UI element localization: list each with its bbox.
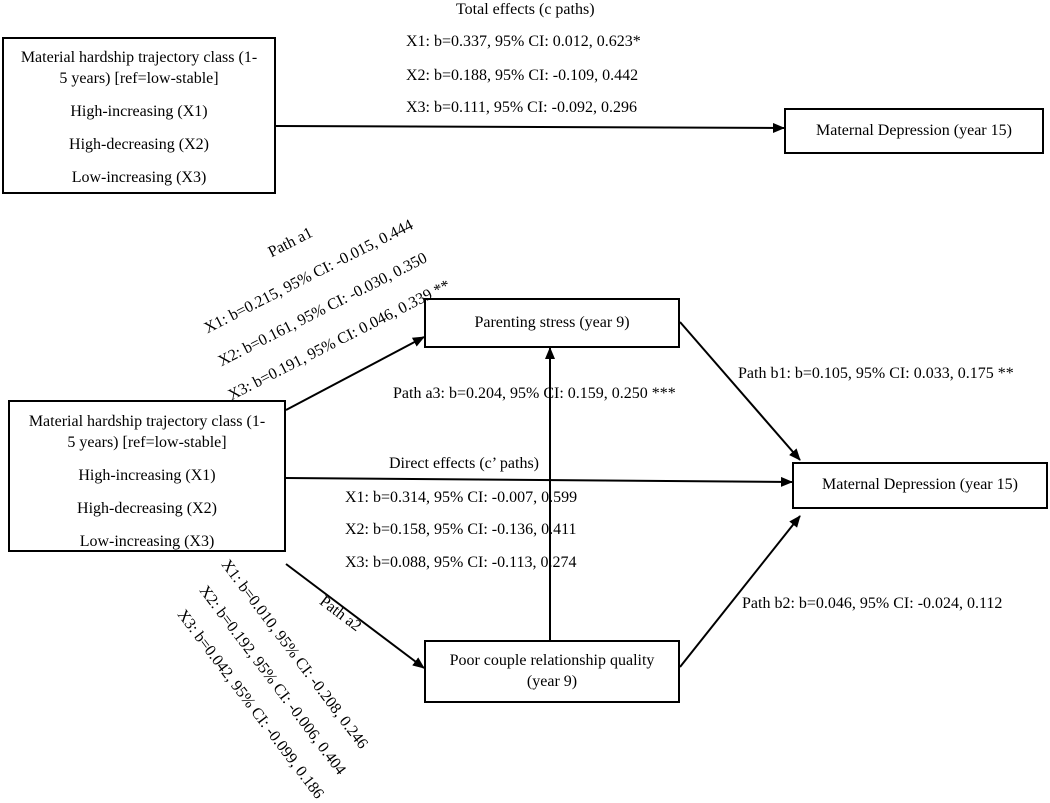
bottom-outcome-box: Maternal Depression (year 15) (792, 462, 1048, 509)
couple-quality-line1: Poor couple relationship quality (449, 652, 655, 669)
predictor-x3: Low-increasing (X3) (79, 533, 215, 550)
predictor-title-line1: Material hardship trajectory class (1- (20, 49, 258, 66)
direct-effects-x1: X1: b=0.314, 95% CI: -0.007, 0.599 (345, 489, 578, 506)
predictor-title-line2: 5 years) [ref=low-stable] (59, 70, 219, 87)
predictor-x1: High-increasing (X1) (70, 103, 208, 120)
predictor-title-line2: 5 years) [ref=low-stable] (67, 434, 227, 451)
couple-quality-box: Poor couple relationship quality (year 9… (424, 640, 680, 703)
predictor-x2: High-decreasing (X2) (69, 136, 209, 153)
parenting-stress-box: Parenting stress (year 9) (424, 298, 680, 348)
total-effects-title: Total effects (c paths) (456, 1, 595, 18)
path-b1-label: Path b1: b=0.105, 95% CI: 0.033, 0.175 *… (738, 365, 1014, 382)
arrow-path-b2 (679, 515, 801, 668)
predictor-x1: High-increasing (X1) (78, 467, 216, 484)
total-effects-x1: X1: b=0.337, 95% CI: 0.012, 0.623* (406, 33, 641, 50)
arrow-path-a2 (285, 563, 425, 669)
predictor-title-line1: Material hardship trajectory class (1- (28, 413, 266, 430)
direct-effects-x2: X2: b=0.158, 95% CI: -0.136, 0.411 (345, 521, 577, 538)
arrow-path-a1 (285, 336, 425, 411)
bottom-predictor-box: Material hardship trajectory class (1- 5… (8, 400, 286, 552)
arrow-layer (275, 122, 801, 669)
arrow-total-effects (275, 122, 785, 133)
top-predictor-box: Material hardship trajectory class (1- 5… (2, 37, 276, 194)
outcome-label: Maternal Depression (year 15) (822, 476, 1018, 493)
predictor-x2: High-decreasing (X2) (77, 500, 217, 517)
top-outcome-box: Maternal Depression (year 15) (784, 108, 1044, 154)
total-effects-x2: X2: b=0.188, 95% CI: -0.109, 0.442 (406, 67, 639, 84)
outcome-label: Maternal Depression (year 15) (816, 122, 1012, 139)
predictor-x3: Low-increasing (X3) (71, 169, 207, 186)
direct-effects-x3: X3: b=0.088, 95% CI: -0.113, 0.274 (345, 554, 577, 571)
path-a3-label: Path a3: b=0.204, 95% CI: 0.159, 0.250 *… (393, 385, 676, 402)
parenting-stress-label: Parenting stress (year 9) (474, 314, 630, 331)
arrow-path-b1 (679, 321, 801, 461)
total-effects-x3: X3: b=0.111, 95% CI: -0.092, 0.296 (406, 99, 637, 116)
path-b2-label: Path b2: b=0.046, 95% CI: -0.024, 0.112 (742, 595, 1003, 612)
arrow-direct-effects (285, 476, 793, 487)
direct-effects-title: Direct effects (c’ paths) (389, 455, 539, 472)
couple-quality-line2: (year 9) (526, 673, 578, 690)
